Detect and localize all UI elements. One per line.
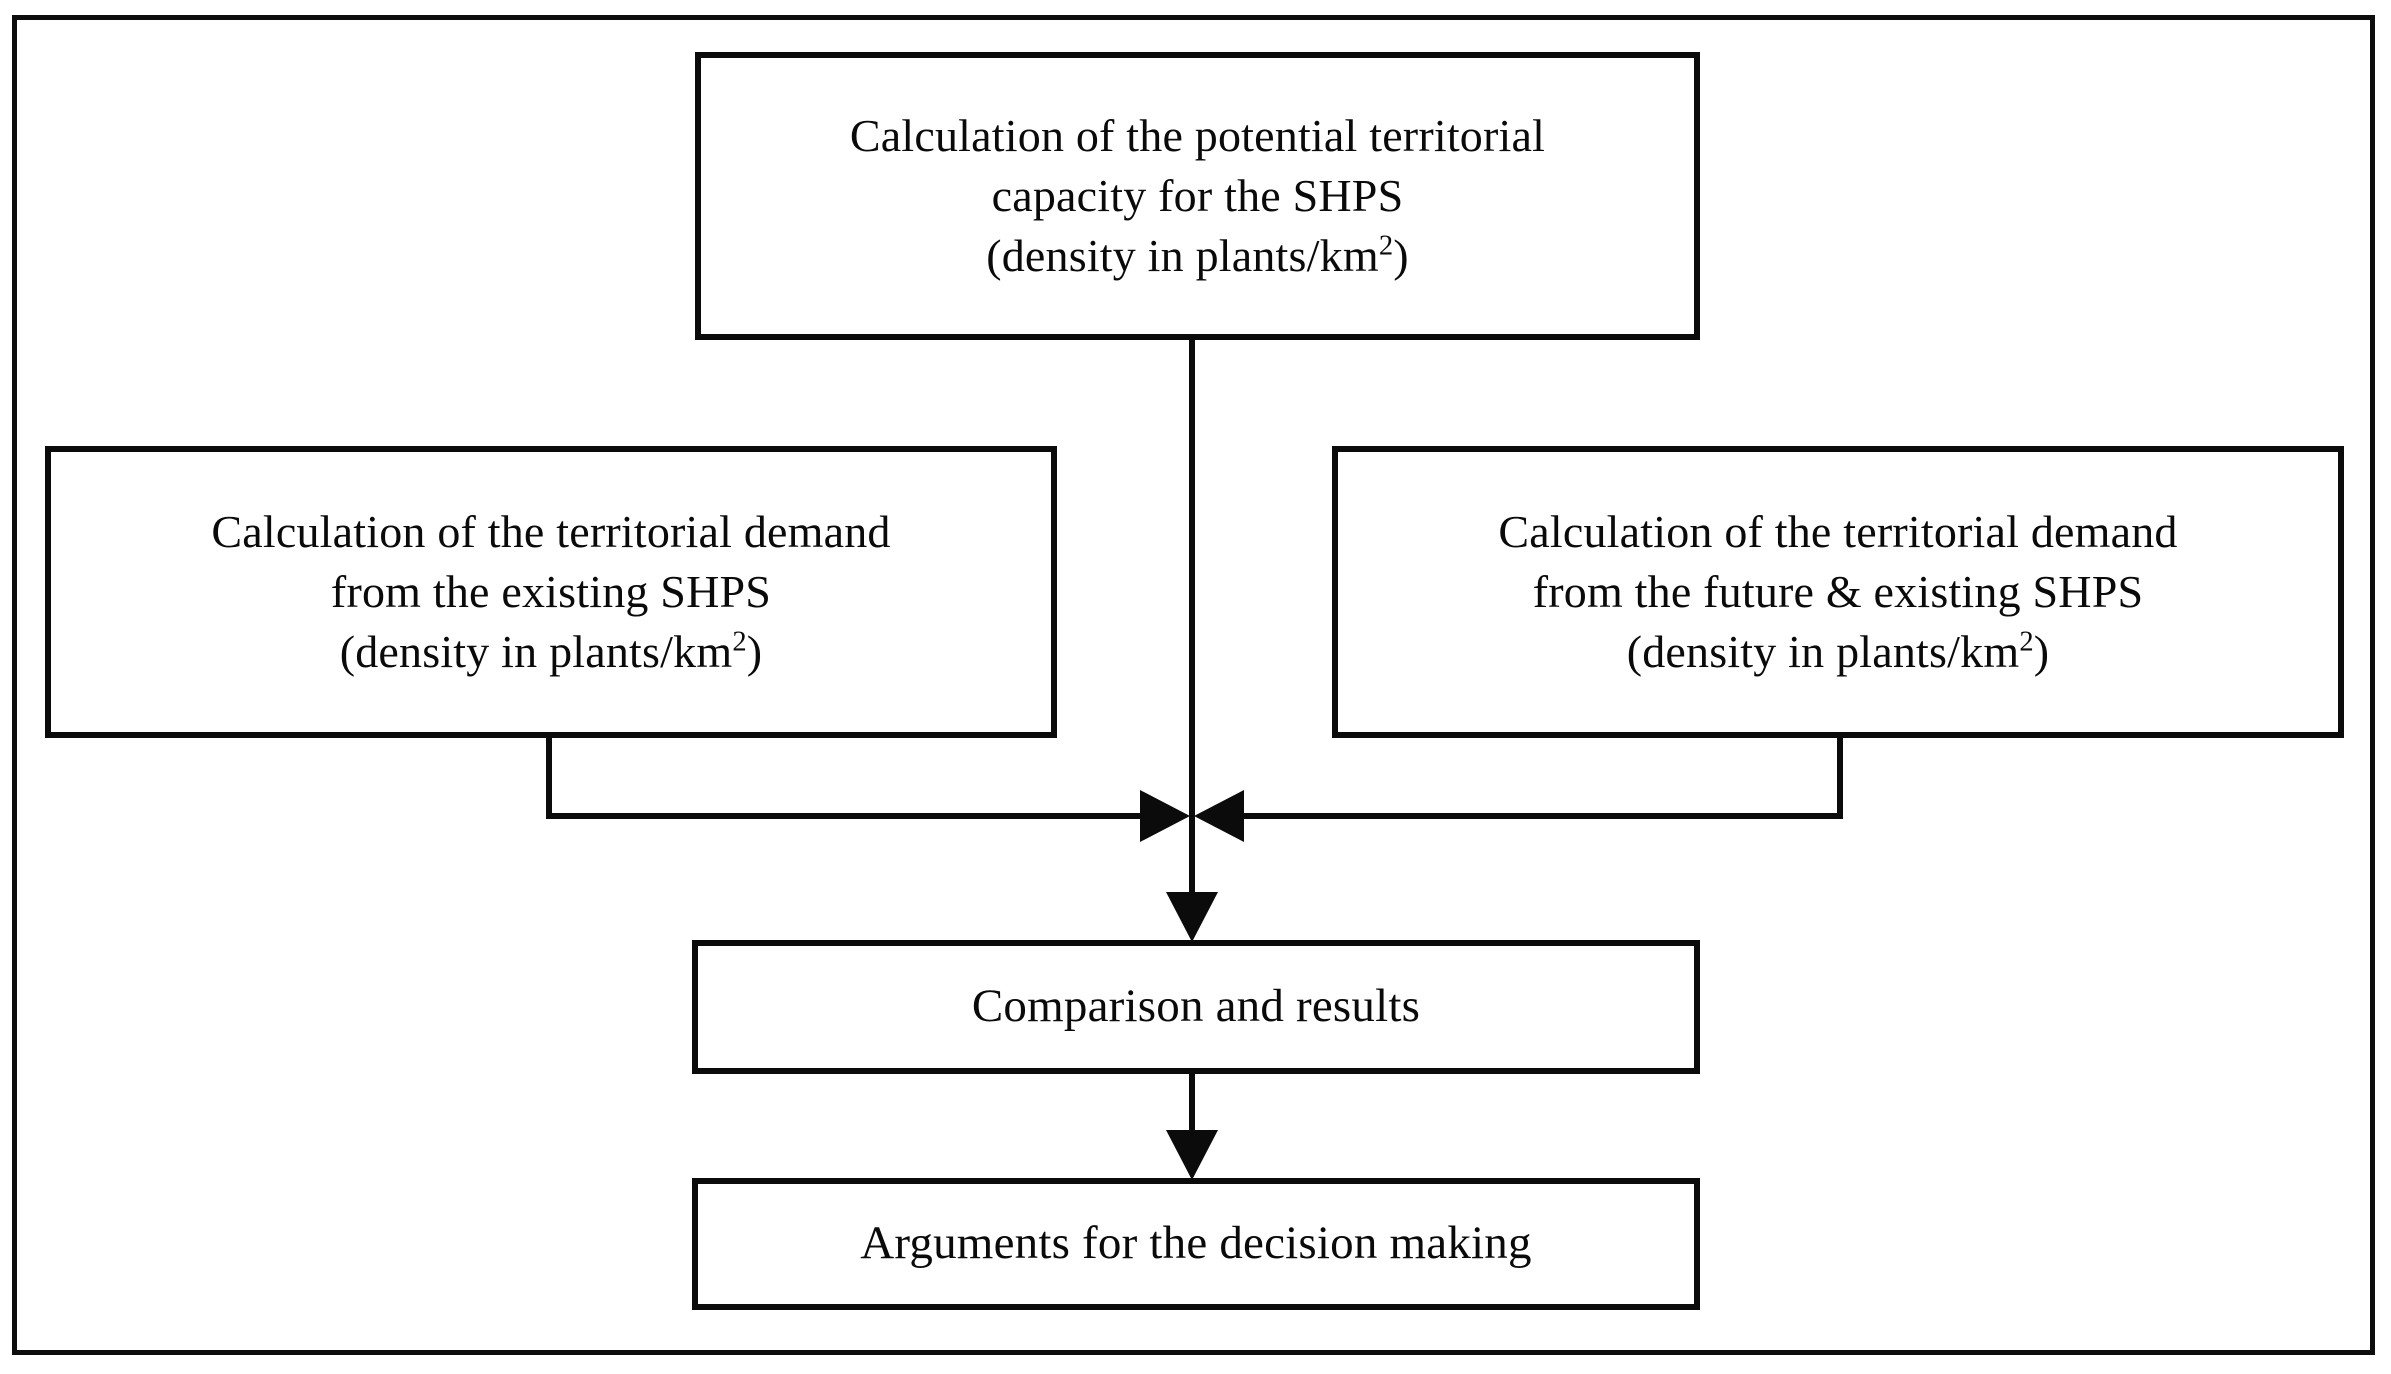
node-comparison[interactable]: Comparison and results (692, 940, 1700, 1074)
superscript-two: 2 (2019, 626, 2034, 658)
superscript-two: 2 (732, 626, 747, 658)
node-potential-capacity[interactable]: Calculation of the potential territorial… (695, 52, 1700, 340)
node-potential-capacity-label: Calculation of the potential territorial… (849, 110, 1546, 281)
superscript-two: 2 (1378, 230, 1394, 262)
node-comparison-label: Comparison and results (971, 980, 1421, 1033)
node-arguments-label: Arguments for the decision making (860, 1217, 1532, 1270)
node-arguments[interactable]: Arguments for the decision making (692, 1178, 1700, 1310)
